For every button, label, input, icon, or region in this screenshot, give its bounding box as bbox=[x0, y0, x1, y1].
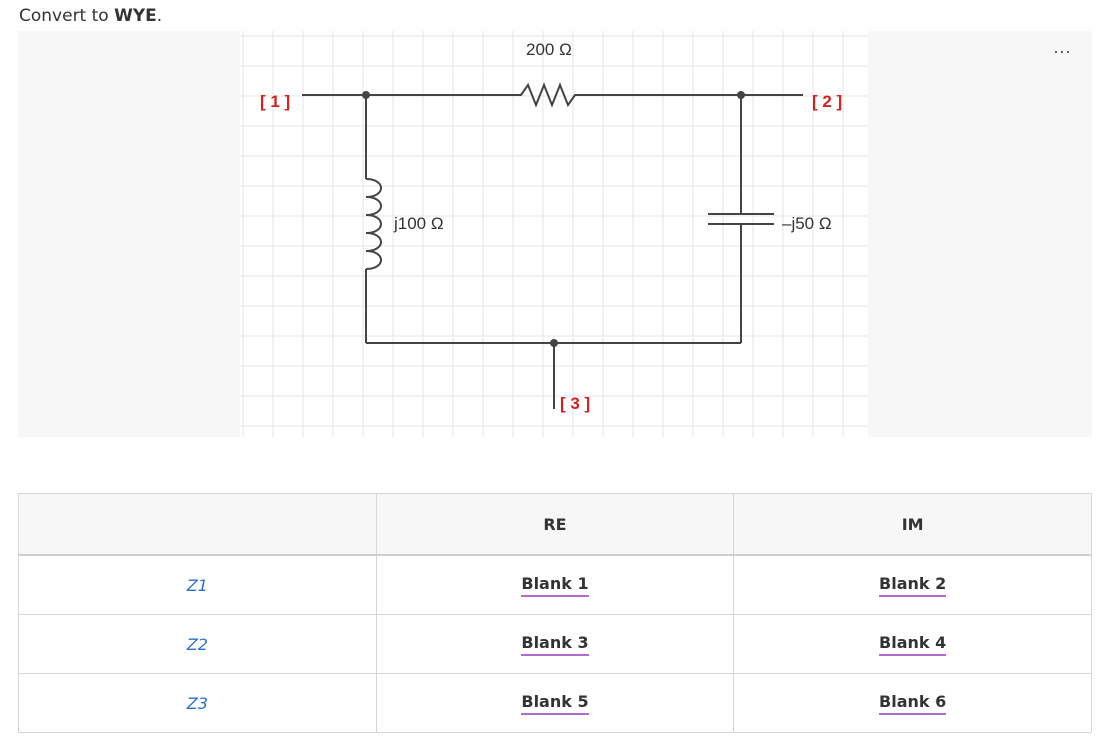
table-header-im: IM bbox=[733, 493, 1092, 556]
row-label-z1: Z1 bbox=[18, 554, 377, 615]
node-label-3: [ 3 ] bbox=[560, 394, 590, 413]
answer-table: RE IM Z1 Blank 1 Blank 2 Z2 Blank 3 Blan… bbox=[18, 493, 1092, 733]
row-label-z3: Z3 bbox=[18, 673, 377, 733]
table-header-row: RE IM bbox=[18, 493, 1092, 556]
blank-6-input[interactable]: Blank 6 bbox=[879, 692, 947, 715]
prompt-bold: WYE bbox=[114, 6, 157, 26]
table-row: Z1 Blank 1 Blank 2 bbox=[18, 554, 1092, 615]
blank-4-input[interactable]: Blank 4 bbox=[879, 633, 947, 656]
inductor-label: j100 Ω bbox=[393, 214, 444, 233]
circuit-figure: [ 1 ] [ 2 ] [ 3 ] 200 Ω j100 Ω –j50 Ω ⋯ bbox=[18, 31, 1092, 437]
question-prompt: Convert to WYE. bbox=[19, 6, 162, 26]
resistor-label: 200 Ω bbox=[526, 40, 572, 59]
node-label-2: [ 2 ] bbox=[812, 92, 842, 111]
row-label-z2: Z2 bbox=[18, 614, 377, 674]
blank-5-input[interactable]: Blank 5 bbox=[521, 692, 589, 715]
prompt-prefix: Convert to bbox=[19, 6, 115, 26]
more-options-icon[interactable]: ⋯ bbox=[1053, 42, 1072, 62]
table-row: Z3 Blank 5 Blank 6 bbox=[18, 673, 1092, 733]
blank-2-input[interactable]: Blank 2 bbox=[879, 574, 947, 597]
blank-3-input[interactable]: Blank 3 bbox=[521, 633, 589, 656]
node-label-1: [ 1 ] bbox=[260, 92, 290, 111]
circuit-wires bbox=[302, 82, 803, 409]
table-header-empty bbox=[18, 493, 377, 556]
circuit-diagram: [ 1 ] [ 2 ] [ 3 ] 200 Ω j100 Ω –j50 Ω bbox=[240, 31, 868, 437]
table-row: Z2 Blank 3 Blank 4 bbox=[18, 614, 1092, 674]
table-header-re: RE bbox=[375, 493, 735, 556]
junction-dots bbox=[362, 91, 745, 347]
blank-1-input[interactable]: Blank 1 bbox=[521, 574, 589, 597]
prompt-suffix: . bbox=[156, 6, 163, 26]
capacitor-label: –j50 Ω bbox=[782, 214, 832, 233]
